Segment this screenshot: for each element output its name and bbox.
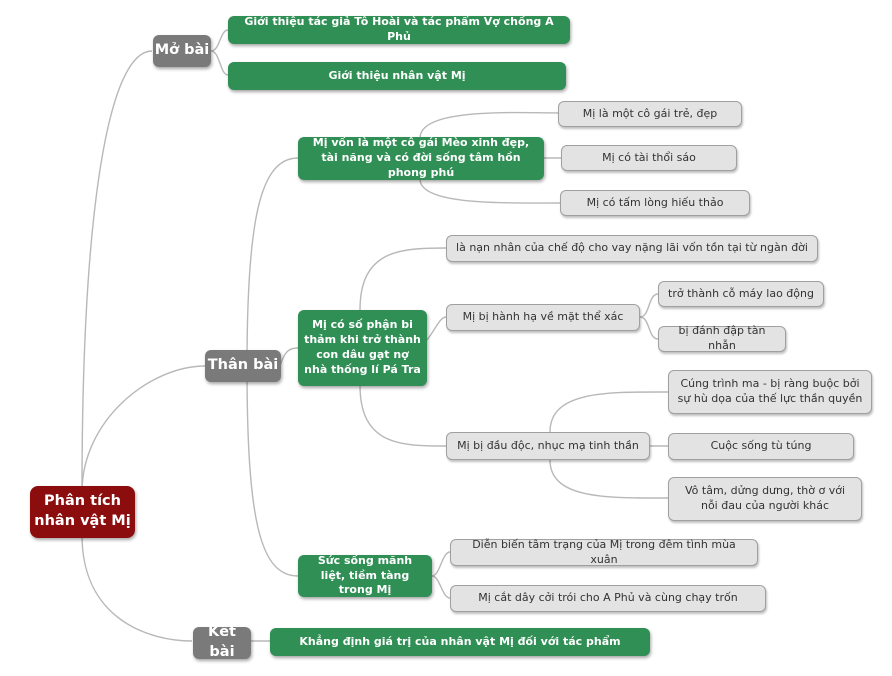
- leaf-node[interactable]: Cúng trình ma - bị ràng buộc bởi sự hù d…: [668, 370, 872, 414]
- mo-bai-item-label: Giới thiệu nhân vật Mị: [328, 68, 466, 82]
- leaf-label: là nạn nhân của chế độ cho vay nặng lãi …: [456, 241, 808, 255]
- leaf-node[interactable]: Diễn biến tâm trạng của Mị trong đêm tìn…: [450, 537, 758, 566]
- leaf-node[interactable]: Mị là một cô gái trẻ, đẹp: [558, 101, 742, 127]
- than-bai-branch-2[interactable]: Mị có số phận bi thảm khi trở thành con …: [298, 310, 427, 386]
- leaf-label: Mị cắt dây cởi trói cho A Phủ và cùng ch…: [478, 591, 738, 605]
- leaf-node[interactable]: là nạn nhân của chế độ cho vay nặng lãi …: [446, 235, 818, 262]
- leaf-node[interactable]: bị đánh đập tàn nhẫn: [658, 324, 786, 352]
- connector-root-mo-bai: [81, 50, 153, 493]
- connector-b2-3-3: [549, 459, 669, 499]
- section-than-bai-label: Thân bài: [207, 357, 279, 374]
- section-ket-bai[interactable]: Kết bài: [193, 624, 251, 660]
- connector-b2-2-1: [639, 293, 659, 318]
- connector-b1-3: [419, 178, 561, 204]
- leaf-label: Mị có tài thổi sáo: [602, 150, 696, 164]
- section-ket-bai-label: Kết bài: [207, 624, 236, 660]
- connector-than-bai-b3: [246, 365, 299, 577]
- connector-mo-bai-2: [210, 50, 229, 76]
- ket-bai-item-label: Khẳng định giá trị của nhân vật Mị đối v…: [299, 634, 621, 648]
- connector-b2-3-1: [549, 391, 669, 433]
- than-bai-branch-3-label: Sức sống mãnh liệt, tiềm tàng trong Mị: [317, 553, 413, 597]
- sub-branch-node[interactable]: Mị bị hành hạ về mặt thể xác: [446, 304, 640, 331]
- leaf-node[interactable]: Vô tâm, dửng dưng, thờ ơ với nỗi đau của…: [668, 477, 862, 521]
- root-node[interactable]: Phân tích nhân vật Mị: [30, 486, 135, 538]
- connector-b2-3: [359, 384, 447, 447]
- sub-branch-label: Mị bị hành hạ về mặt thể xác: [462, 310, 624, 324]
- leaf-label: Diễn biến tâm trạng của Mị trong đêm tìn…: [472, 537, 736, 566]
- section-mo-bai-label: Mở bài: [154, 42, 210, 59]
- ket-bai-item[interactable]: Khẳng định giá trị của nhân vật Mị đối v…: [270, 628, 650, 656]
- leaf-label: Mị là một cô gái trẻ, đẹp: [582, 106, 718, 120]
- leaf-label: trở thành cỗ máy lao động: [668, 286, 814, 300]
- section-than-bai[interactable]: Thân bài: [205, 350, 281, 382]
- sub-branch-label: Mị bị đầu độc, nhục mạ tinh thần: [457, 438, 639, 452]
- than-bai-branch-1-label: Mị vốn là một cô gái Mèo xinh đẹp, tài n…: [312, 136, 530, 179]
- connector-b3-1: [431, 551, 451, 577]
- leaf-label: Vô tâm, dửng dưng, thờ ơ với nỗi đau của…: [685, 484, 845, 512]
- leaf-node[interactable]: Mị cắt dây cởi trói cho A Phủ và cùng ch…: [450, 585, 766, 612]
- leaf-node[interactable]: Mị có tấm lòng hiếu thảo: [560, 190, 750, 216]
- connector-than-bai-b1: [246, 157, 299, 367]
- sub-branch-node[interactable]: Mị bị đầu độc, nhục mạ tinh thần: [446, 432, 650, 460]
- connector-root-ket-bai: [81, 534, 193, 642]
- section-mo-bai[interactable]: Mở bài: [153, 35, 211, 67]
- leaf-label: bị đánh đập tàn nhẫn: [678, 324, 766, 352]
- root-label: Phân tích nhân vật Mị: [34, 493, 131, 529]
- connector-mo-bai-1: [210, 29, 229, 52]
- leaf-node[interactable]: Cuộc sống tù túng: [668, 433, 854, 460]
- than-bai-branch-2-label: Mị có số phận bi thảm khi trở thành con …: [304, 318, 421, 376]
- leaf-node[interactable]: Mị có tài thổi sáo: [561, 145, 737, 171]
- connector-than-bai-b2: [279, 347, 299, 367]
- mo-bai-item[interactable]: Giới thiệu tác giả Tô Hoài và tác phẩm V…: [228, 15, 570, 44]
- connector-b2-1: [359, 247, 447, 311]
- leaf-label: Cuộc sống tù túng: [710, 439, 812, 453]
- connector-root-than-bai: [81, 365, 206, 493]
- than-bai-branch-1[interactable]: Mị vốn là một cô gái Mèo xinh đẹp, tài n…: [298, 136, 544, 180]
- mo-bai-item-label: Giới thiệu tác giả Tô Hoài và tác phẩm V…: [244, 15, 554, 43]
- than-bai-branch-3[interactable]: Sức sống mãnh liệt, tiềm tàng trong Mị: [298, 553, 432, 597]
- leaf-label: Mị có tấm lòng hiếu thảo: [586, 195, 724, 209]
- leaf-node[interactable]: trở thành cỗ máy lao động: [658, 281, 824, 307]
- connector-b3-2: [431, 575, 451, 599]
- mo-bai-item[interactable]: Giới thiệu nhân vật Mị: [228, 62, 566, 90]
- connector-b2-2-2: [639, 316, 659, 340]
- connector-b1-1: [419, 111, 559, 139]
- leaf-label: Cúng trình ma - bị ràng buộc bởi sự hù d…: [677, 377, 863, 405]
- connector-b2-2: [426, 316, 447, 341]
